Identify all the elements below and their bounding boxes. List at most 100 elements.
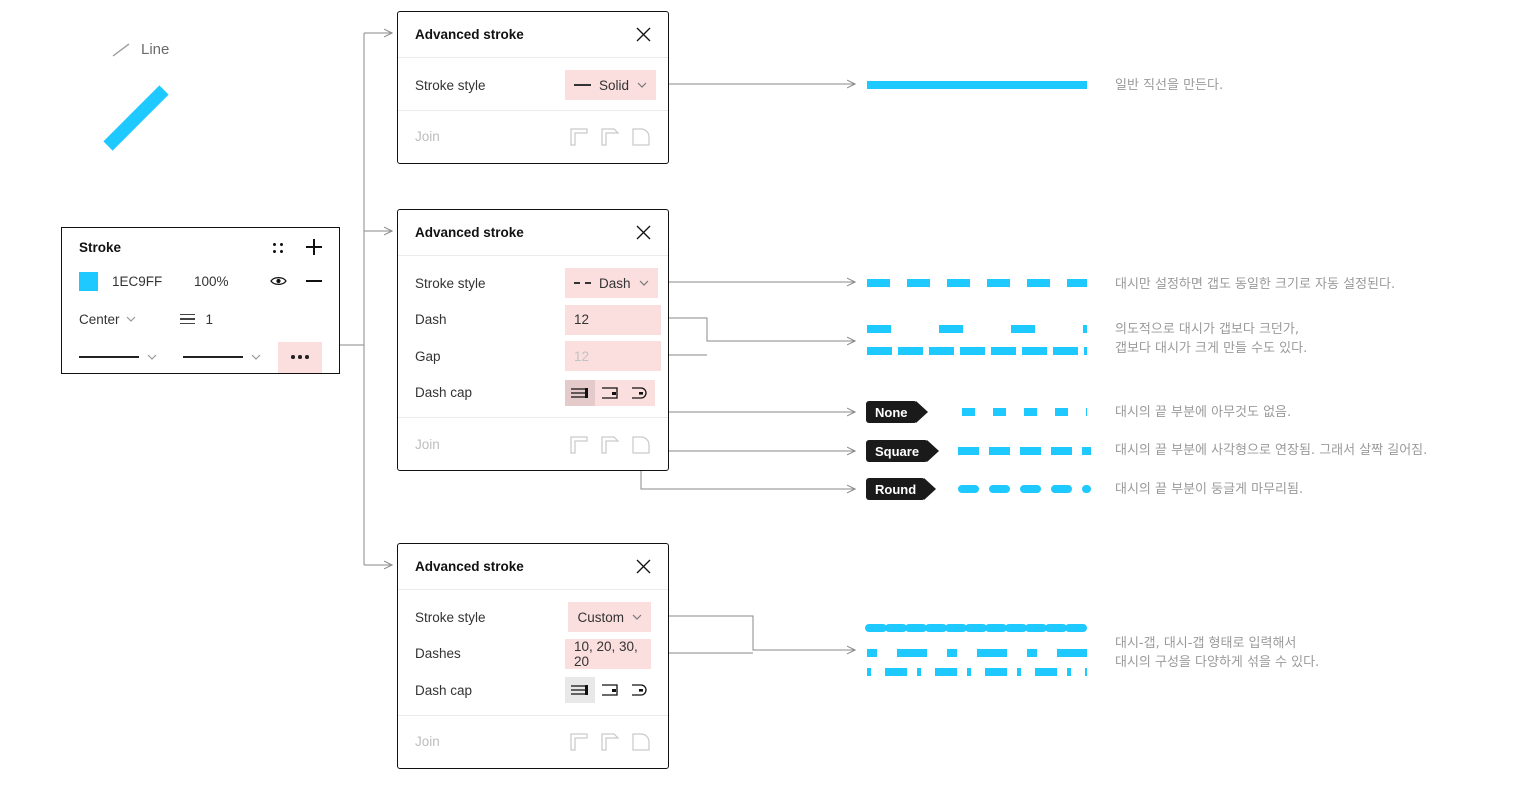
- annotation-cap-square: 대시의 끝 부분에 사각형으로 연장됨. 그래서 살짝 길어짐.: [1115, 443, 1428, 458]
- annotation-solid: 일반 직선을 만든다.: [1115, 78, 1224, 93]
- stroke-style-dropdown[interactable]: Dash: [565, 268, 658, 299]
- badge-label: None: [875, 404, 908, 420]
- dash-value: 12: [574, 312, 590, 328]
- join-miter-icon[interactable]: [568, 434, 589, 455]
- stroke-style-value: Custom: [577, 609, 624, 625]
- dashes-value: 10, 20, 30, 20: [574, 638, 638, 669]
- diagonal-line-icon: [112, 43, 130, 57]
- badge-cap-square: Square: [866, 440, 940, 462]
- color-swatch[interactable]: [79, 271, 98, 291]
- stroke-style-dropdown[interactable]: Custom: [568, 602, 651, 633]
- row-stroke-style[interactable]: Stroke style Solid: [398, 67, 668, 104]
- stroke-align-value[interactable]: Center: [79, 311, 120, 327]
- join-label: Join: [415, 436, 440, 452]
- line-style-left-preview: [79, 356, 139, 358]
- stroke-panel-title: Stroke: [79, 239, 122, 255]
- row-dashes[interactable]: Dashes 10, 20, 30, 20: [398, 636, 668, 673]
- row-dash-cap[interactable]: Dash cap: [398, 375, 668, 412]
- color-hex-value[interactable]: 1EC9FF: [112, 273, 163, 289]
- card-body: Stroke style Dash Dash 12 Gap: [398, 256, 668, 417]
- stroke-style-value: Solid: [599, 77, 630, 93]
- badge-label: Round: [875, 481, 917, 497]
- badge-tail: [924, 478, 937, 500]
- dash-cap-group[interactable]: [565, 677, 655, 704]
- cap-square-icon[interactable]: [595, 677, 625, 703]
- chevron-down-icon[interactable]: [251, 354, 261, 360]
- stroke-weight-icon: [179, 313, 195, 325]
- cap-round-icon[interactable]: [625, 380, 655, 406]
- close-icon[interactable]: [636, 225, 651, 240]
- cap-round-icon[interactable]: [625, 677, 655, 703]
- card-title: Advanced stroke: [415, 27, 524, 42]
- join-round-icon[interactable]: [630, 731, 651, 752]
- close-icon[interactable]: [636, 27, 651, 42]
- stroke-align-row[interactable]: Center 1: [62, 300, 339, 338]
- line-object-label: Line: [110, 41, 169, 59]
- chevron-down-icon[interactable]: [637, 82, 647, 89]
- row-gap[interactable]: Gap 12: [398, 338, 668, 375]
- badge-cap-none: None: [866, 401, 928, 423]
- card-header: Advanced stroke: [398, 544, 668, 590]
- row-label: Gap: [415, 348, 441, 364]
- six-dot-icon[interactable]: [272, 241, 285, 254]
- stroke-weight-value[interactable]: 1: [205, 311, 214, 327]
- join-miter-icon[interactable]: [568, 731, 589, 752]
- line-shape[interactable]: [100, 82, 172, 154]
- annotation-dash-auto: 대시만 설정하면 갭도 동일한 크기로 자동 설정된다.: [1115, 277, 1396, 292]
- annotation-cap-round: 대시의 끝 부분이 둥글게 마무리됨.: [1115, 482, 1304, 497]
- cap-none-icon[interactable]: [565, 379, 595, 406]
- row-label: Dash cap: [415, 682, 473, 698]
- close-icon[interactable]: [636, 559, 651, 574]
- card-body: Stroke style Custom Dashes 10, 20, 30, 2…: [398, 590, 668, 715]
- row-label: Stroke style: [415, 275, 486, 291]
- dashes-input[interactable]: 10, 20, 30, 20: [565, 638, 651, 669]
- dash-input[interactable]: 12: [565, 304, 661, 335]
- line-label-text: Line: [141, 41, 170, 58]
- dash-cap-group[interactable]: [565, 379, 655, 406]
- advanced-stroke-card-solid[interactable]: Advanced stroke Stroke style Solid Join: [397, 11, 669, 164]
- stroke-style-value: Dash: [599, 275, 631, 291]
- join-round-icon[interactable]: [630, 434, 651, 455]
- chevron-down-icon[interactable]: [632, 614, 642, 621]
- stroke-style-dropdown[interactable]: Solid: [565, 70, 657, 101]
- advanced-stroke-card-custom[interactable]: Advanced stroke Stroke style Custom Dash…: [397, 543, 669, 769]
- card-footer-join: Join: [398, 714, 668, 768]
- stroke-endpoints-row[interactable]: [62, 338, 339, 376]
- minus-icon[interactable]: [306, 280, 322, 282]
- join-bevel-icon[interactable]: [599, 731, 620, 752]
- chevron-down-icon[interactable]: [147, 354, 157, 360]
- card-footer-join: Join: [398, 417, 668, 470]
- eye-icon[interactable]: [270, 275, 287, 287]
- cap-square-icon[interactable]: [595, 380, 625, 406]
- gap-input[interactable]: 12: [565, 341, 661, 372]
- chevron-down-icon[interactable]: [639, 280, 649, 287]
- row-stroke-style[interactable]: Stroke style Dash: [398, 265, 668, 302]
- annotation-dash-size: 의도적으로 대시가 갭보다 크던가, 갭보다 대시가 크게 만들 수도 있다.: [1115, 322, 1308, 356]
- join-round-icon[interactable]: [630, 126, 651, 147]
- cap-none-icon[interactable]: [565, 677, 595, 704]
- stroke-panel[interactable]: Stroke 1EC9FF 100% Center 1: [61, 227, 340, 374]
- badge-label: Square: [875, 443, 920, 459]
- join-bevel-icon[interactable]: [599, 434, 620, 455]
- plus-icon[interactable]: [306, 239, 322, 255]
- join-bevel-icon[interactable]: [599, 126, 620, 147]
- row-label: Stroke style: [415, 77, 486, 93]
- row-dash[interactable]: Dash 12: [398, 302, 668, 339]
- advanced-stroke-more-button[interactable]: [278, 341, 322, 373]
- annotation-custom: 대시-갭, 대시-갭 형태로 입력해서 대시의 구성을 다양하게 섞을 수 있다…: [1115, 636, 1320, 670]
- join-miter-icon[interactable]: [568, 126, 589, 147]
- chevron-down-icon[interactable]: [126, 316, 136, 322]
- opacity-value[interactable]: 100%: [194, 273, 229, 289]
- card-header: Advanced stroke: [398, 12, 668, 58]
- card-title: Advanced stroke: [415, 559, 524, 574]
- row-dash-cap[interactable]: Dash cap: [398, 672, 668, 709]
- badge-tail: [927, 440, 940, 462]
- card-header: Advanced stroke: [398, 210, 668, 256]
- card-footer-join: Join: [398, 109, 668, 163]
- row-label: Stroke style: [415, 609, 486, 625]
- advanced-stroke-card-dash[interactable]: Advanced stroke Stroke style Dash Dash: [397, 209, 669, 471]
- dash-line-preview-icon: [574, 282, 591, 285]
- row-label: Dashes: [415, 646, 461, 662]
- stroke-color-row[interactable]: 1EC9FF 100%: [62, 262, 339, 300]
- row-stroke-style[interactable]: Stroke style Custom: [398, 599, 668, 636]
